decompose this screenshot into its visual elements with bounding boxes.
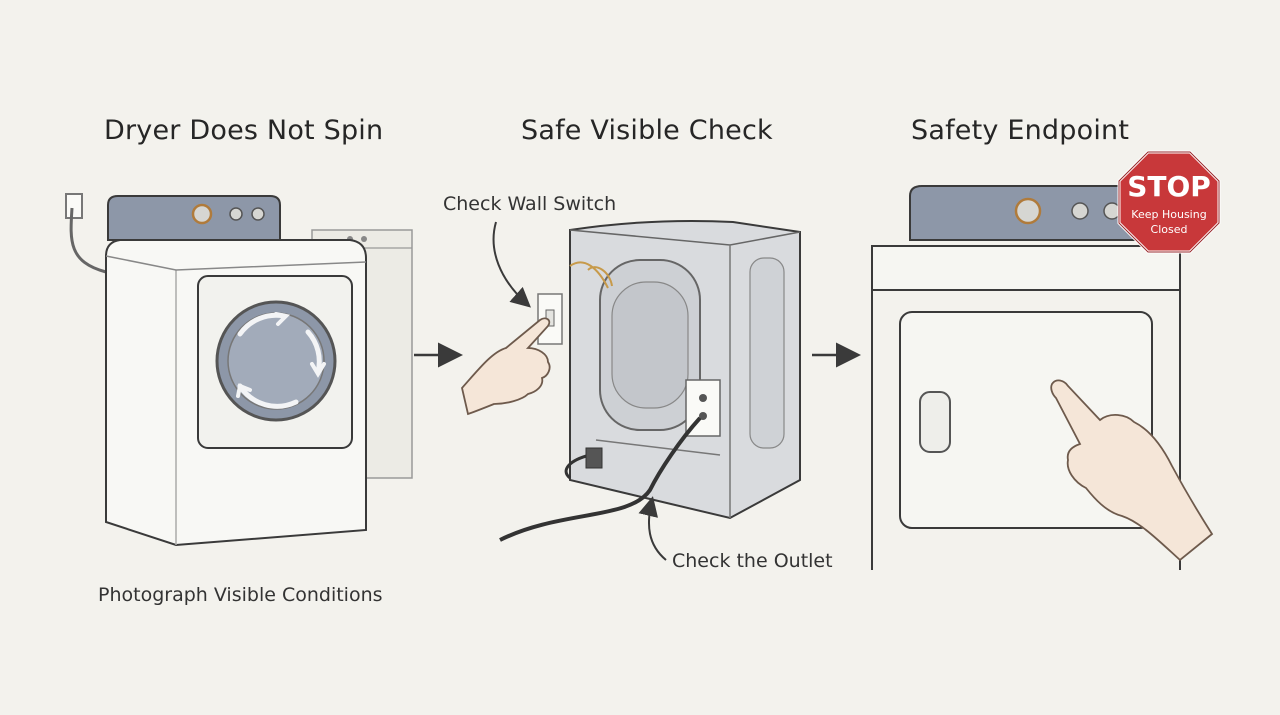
panel-title-safe-visible-check: Safe Visible Check xyxy=(521,115,773,146)
panel-title-safety-endpoint: Safety Endpoint xyxy=(911,115,1130,146)
callout-leader-switch xyxy=(492,221,531,308)
panel-title-dryer-does-not-spin: Dryer Does Not Spin xyxy=(104,115,384,146)
caption-photograph-visible-conditions: Photograph Visible Conditions xyxy=(98,584,383,606)
stop-sign-message: Keep Housing Closed xyxy=(1117,207,1221,237)
dryer-icon xyxy=(65,193,413,547)
callout-check-the-outlet: Check the Outlet xyxy=(672,550,833,572)
hand-pointer-icon xyxy=(461,317,551,416)
rotation-arrows-icon xyxy=(236,312,326,409)
stop-sign-word: STOP xyxy=(1127,170,1211,203)
stop-sign-icon xyxy=(1117,150,1221,254)
callout-leader-outlet xyxy=(638,496,667,561)
dryer-back-icon xyxy=(569,220,801,520)
callout-check-wall-switch: Check Wall Switch xyxy=(443,193,617,215)
power-cord xyxy=(499,416,702,542)
stop-sign-message-line1: Keep Housing xyxy=(1131,208,1207,221)
hand-pointer-icon xyxy=(1050,379,1214,562)
stop-sign-message-line2: Closed xyxy=(1150,223,1188,236)
